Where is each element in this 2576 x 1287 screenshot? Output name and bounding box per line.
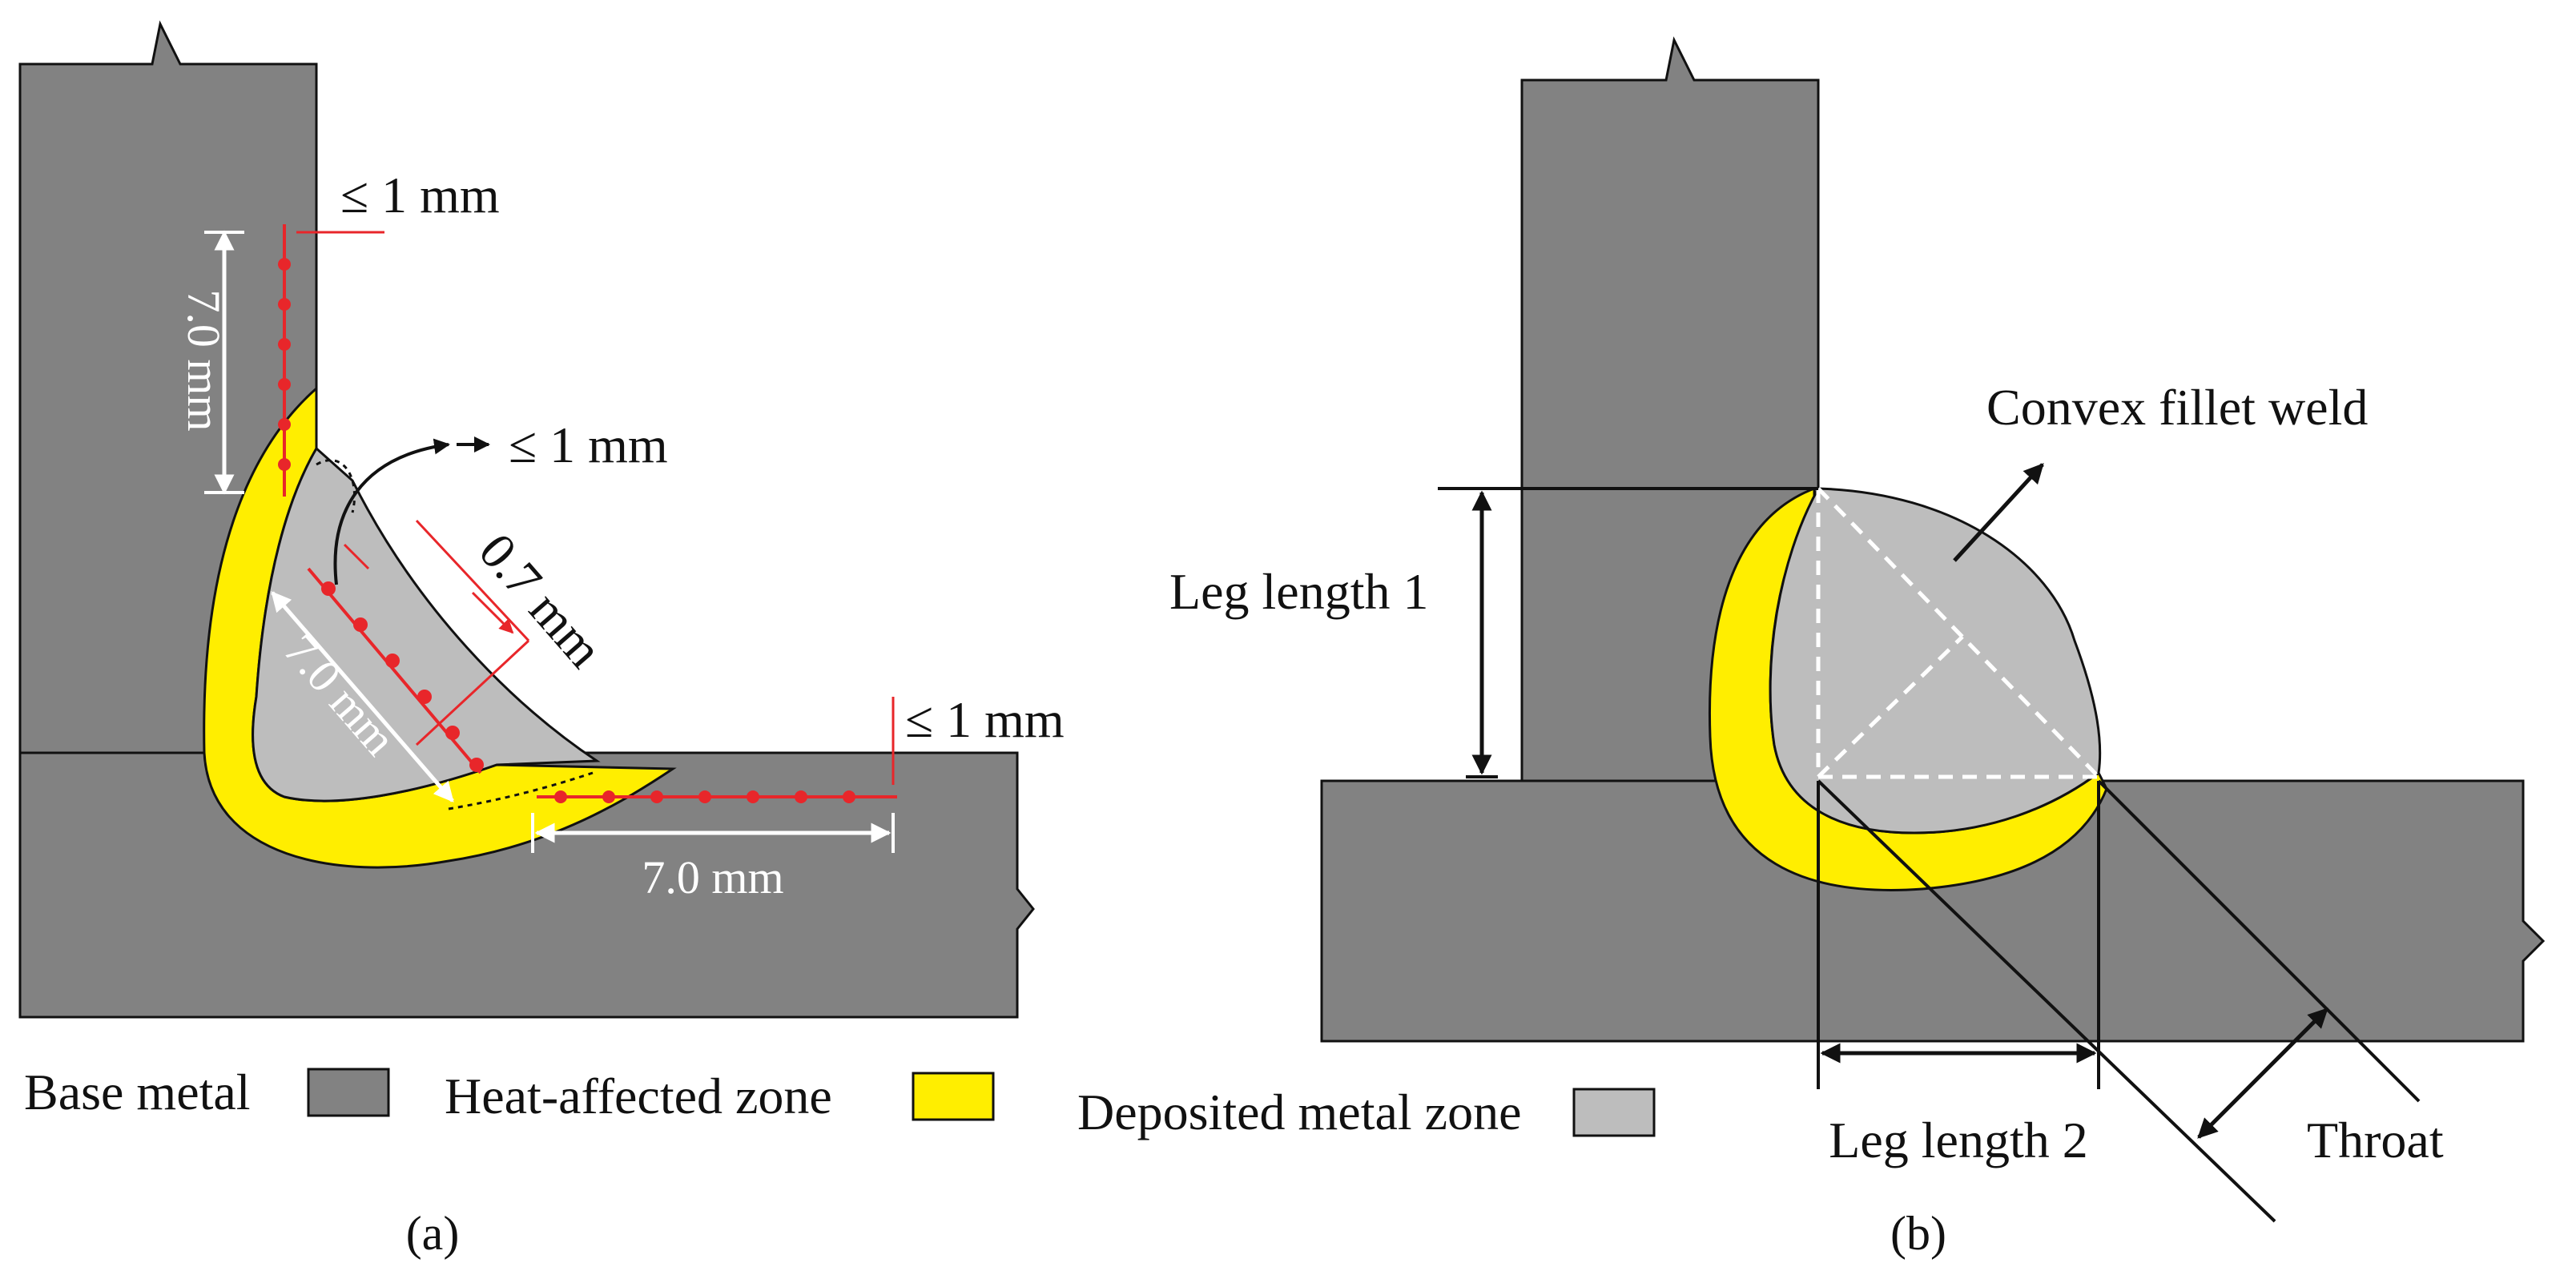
panel-b-construction-lines (1816, 487, 2100, 779)
measure-point (417, 690, 432, 704)
panel-a-dim-bottom-gap-text: ≤ 1 mm (905, 691, 1065, 748)
panel-b-throat-arrow (2197, 1007, 2328, 1139)
legend: Base metal Heat-affected zone Deposited … (24, 1064, 1656, 1140)
measure-point (278, 258, 291, 271)
measure-point (747, 790, 759, 803)
measure-point (278, 458, 291, 471)
panel-b-weld-name-text: Convex fillet weld (1986, 379, 2368, 436)
legend-heat-affected-zone-label: Heat-affected zone (445, 1068, 832, 1124)
panel-a-dim-diagonal-arrow (271, 591, 454, 802)
measure-point (278, 298, 291, 311)
measure-point (385, 654, 400, 668)
measure-point (278, 418, 291, 431)
panel-a-measure-line-horizontal (537, 790, 897, 803)
panel-a-dim-horizontal-leg-text: 7.0 mm (642, 851, 783, 903)
panel-b: Leg length 1 Leg length 2 Throat Convex … (1169, 36, 2546, 1260)
panel-a-measure-line-vertical (278, 224, 291, 497)
measure-point (353, 617, 368, 632)
measure-point (843, 790, 855, 803)
legend-heat-affected-zone-swatch (912, 1072, 995, 1121)
measure-point (554, 790, 567, 803)
measure-point (278, 338, 291, 351)
measure-point (795, 790, 807, 803)
panel-b-leg-length-2-text: Leg length 2 (1829, 1112, 2087, 1168)
panel-b-deposited-metal (1769, 487, 2102, 835)
panel-b-label: (b) (1890, 1207, 1946, 1260)
measure-point (278, 378, 291, 391)
panel-a: 7.0 mm 7.0 mm 7.0 mm ≤ 1 mm ≤ 1 mm 0.7 m… (18, 20, 1065, 1260)
panel-a-dim-root-gap-text: ≤ 1 mm (509, 416, 668, 473)
measure-point (445, 726, 460, 740)
measure-point (469, 758, 484, 772)
legend-base-metal-swatch (307, 1068, 390, 1117)
panel-a-label: (a) (406, 1207, 460, 1260)
measure-point (650, 790, 663, 803)
measure-point (602, 790, 615, 803)
legend-base-metal-label: Base metal (24, 1064, 251, 1120)
panel-b-throat-text: Throat (2307, 1112, 2444, 1168)
panel-b-leg-length-1-text: Leg length 1 (1169, 563, 1428, 620)
panel-b-horizontal-plate (1320, 779, 2546, 1043)
legend-deposited-metal-swatch (1572, 1088, 1656, 1137)
measure-point (321, 581, 336, 596)
measure-point (698, 790, 711, 803)
panel-a-dim-vertical-leg-text: 7.0 mm (178, 289, 230, 431)
legend-deposited-metal-label: Deposited metal zone (1077, 1084, 1521, 1140)
panel-a-dim-top-gap-text: ≤ 1 mm (340, 167, 500, 223)
